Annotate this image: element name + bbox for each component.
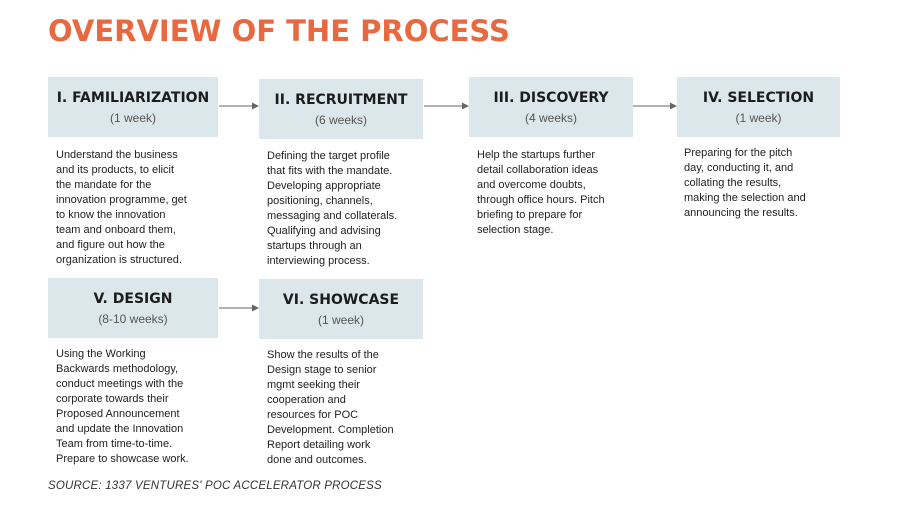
- stage-duration: (1 week): [109, 111, 156, 125]
- stage-description: Using the Working Backwards methodology,…: [56, 348, 189, 465]
- stage-title: VI. SHOWCASE: [282, 292, 400, 308]
- page-title: OVERVIEW OF THE PROCESS: [48, 14, 510, 48]
- stage-duration: (4 weeks): [524, 111, 577, 125]
- stage-box-showcase: VI. SHOWCASE (1 week): [259, 279, 423, 339]
- stage-title: IV. SELECTION: [702, 90, 815, 106]
- stage-duration: (1 week): [317, 313, 364, 327]
- arrow-right-icon: [424, 102, 469, 110]
- stage-duration: (6 weeks): [314, 113, 367, 127]
- arrow-right-icon: [219, 304, 259, 312]
- stage-box-familiarization: I. FAMILIARIZATION (1 week): [48, 77, 218, 137]
- arrow-right-icon: [219, 102, 259, 110]
- stage-title: III. DISCOVERY: [493, 90, 609, 106]
- stage-duration: (8-10 weeks): [98, 312, 168, 326]
- stage-box-design: V. DESIGN (8-10 weeks): [48, 278, 218, 338]
- source-caption: SOURCE: 1337 VENTURES' POC ACCELERATOR P…: [48, 480, 382, 492]
- stage-box-discovery: III. DISCOVERY (4 weeks): [469, 77, 633, 137]
- stage-title: V. DESIGN: [93, 291, 173, 307]
- stage-description: Help the startups further detail collabo…: [477, 149, 605, 236]
- stage-description: Preparing for the pitch day, conducting …: [684, 147, 806, 219]
- stage-title: II. RECRUITMENT: [274, 92, 408, 108]
- arrow-right-icon: [633, 102, 677, 110]
- stage-duration: (1 week): [735, 111, 782, 125]
- stage-description: Understand the business and its products…: [56, 149, 187, 266]
- stage-description: Show the results of the Design stage to …: [267, 349, 394, 466]
- stage-box-recruitment: II. RECRUITMENT (6 weeks): [259, 79, 423, 139]
- stage-box-selection: IV. SELECTION (1 week): [677, 77, 840, 137]
- stage-description: Defining the target profile that fits wi…: [267, 150, 398, 267]
- stage-title: I. FAMILIARIZATION: [56, 90, 210, 106]
